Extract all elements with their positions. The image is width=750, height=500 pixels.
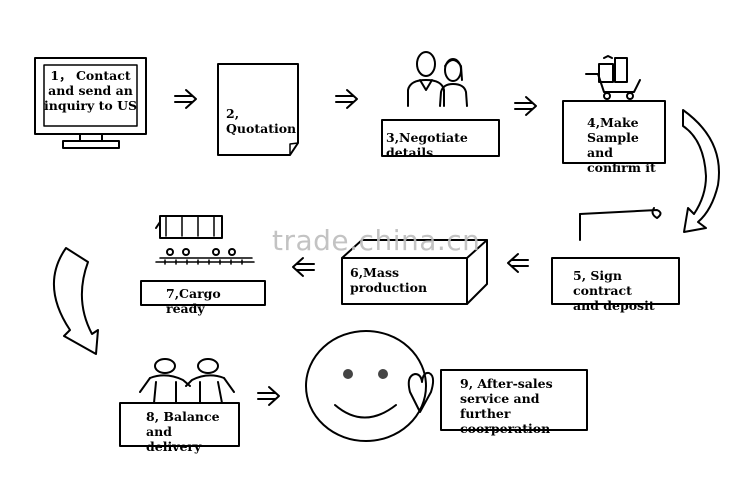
watermark: trade.china.cn [272, 224, 481, 257]
arrow-8-9 [257, 386, 280, 406]
step-3-label: 3,Negotiate details [386, 130, 468, 160]
step-8-box [119, 402, 240, 447]
luggage-cart-icon [585, 55, 641, 100]
step-2-label: 2, Quotation [226, 106, 297, 136]
step-3-box [381, 119, 500, 157]
step-7-box [140, 280, 266, 306]
step-8-label: 8, Balance and delivery [146, 409, 220, 454]
handshake-people-icon [139, 358, 235, 404]
step-9-box [440, 369, 588, 431]
document-icon [217, 63, 299, 156]
arrow-5-6 [507, 253, 529, 273]
step-5-box [551, 257, 680, 305]
computer-monitor-icon [34, 57, 147, 149]
arrow-6-7 [292, 257, 315, 277]
arrow-2-3 [335, 89, 358, 109]
step-6-label: 6,Mass production [350, 265, 428, 295]
contract-scroll-icon [579, 207, 662, 241]
arrow-3-4 [514, 96, 537, 116]
step-7-label: 7,Cargo ready [166, 286, 221, 316]
step-4-box [562, 100, 666, 164]
curved-arrow-7-8 [53, 247, 99, 355]
heart-icon [407, 371, 435, 413]
step-4-label: 4,Make Sample and confirm it [587, 115, 656, 175]
smiley-face-icon [305, 330, 427, 442]
cargo-truck-icon [155, 215, 255, 265]
curved-arrow-4-5 [682, 109, 720, 233]
step-1-label: 1， Contact and send an inquiry to US [44, 68, 138, 113]
step-9-label: 9, After-sales service and further coorp… [460, 376, 553, 436]
arrow-1-2 [174, 89, 197, 109]
crate-icon [341, 239, 488, 305]
step-5-label: 5, Sign contract and deposit [573, 268, 655, 313]
people-icon [407, 51, 468, 107]
